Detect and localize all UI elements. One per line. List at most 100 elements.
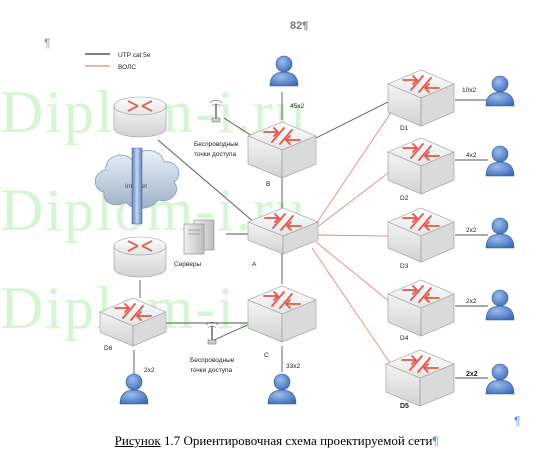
switch-d5-label: D5 (400, 403, 409, 410)
switch-d4 (387, 279, 455, 337)
uplink-pipe (131, 147, 143, 225)
switch-d3 (387, 207, 455, 263)
caption-label: Рисунок (114, 433, 161, 448)
switch-c-arrows-icon (263, 291, 301, 309)
user-icon-d2 (485, 145, 515, 177)
switch-b-right (281, 135, 317, 179)
legend: UTP cat 5e ВОЛС (85, 52, 151, 71)
fiber-a-d3 (317, 234, 389, 237)
switch-d4-users-count: 2x2 (466, 298, 477, 305)
switch-d3-label: D3 (400, 263, 409, 270)
switch-b-label: B (266, 181, 270, 188)
wireless-ap-c: Беспроводные точки доступа (190, 321, 235, 374)
end-pilcrow-mark: ¶ (514, 414, 521, 428)
switch-a-arrows-icon (264, 213, 302, 231)
switch-d5-right (419, 363, 455, 407)
link-b-d1 (315, 97, 397, 139)
caption-text: Ориентировочная схема проектируемой сети (183, 433, 433, 448)
wireless-b-label-1: Беспроводные (194, 141, 239, 148)
switch-d3-right (420, 221, 455, 263)
router-top (113, 96, 167, 138)
switch-a-right (282, 221, 319, 255)
legend-fiber-label: ВОЛС (118, 64, 136, 71)
switch-b-arrows-icon (263, 127, 301, 145)
servers-label: Серверы (174, 261, 202, 268)
user-icon-d6-body (119, 389, 149, 405)
switch-d2 (387, 137, 455, 195)
router-top-cap (113, 96, 167, 116)
user-icon-c-body (267, 389, 297, 405)
user-icon-d5-body (485, 379, 515, 395)
switch-d1 (387, 69, 455, 127)
user-icon-d4-head (491, 289, 509, 307)
wireless-c-signal-icon (205, 321, 219, 329)
switch-d4-label: D4 (400, 335, 409, 342)
fiber-a-d2 (315, 169, 393, 229)
wireless-b-label-2: точки доступа (194, 151, 237, 158)
user-icon-d3 (485, 217, 515, 249)
wireless-c-base (207, 339, 217, 345)
user-icon-d1-head (491, 75, 509, 93)
caption-number: 1.7 (163, 433, 181, 448)
switch-d6-arrows-icon (114, 303, 152, 321)
switch-b-users-count: 45x2 (290, 103, 304, 110)
user-icon-d1-body (485, 91, 515, 107)
switch-d1-label: D1 (400, 125, 409, 132)
user-icon-d3-body (485, 233, 515, 249)
switch-d3-arrows-icon (402, 213, 440, 231)
user-icon-c (267, 373, 297, 405)
wireless-c-label-2: точки доступа (190, 367, 233, 374)
legend-utp-label: UTP cat 5e (118, 52, 151, 59)
user-icon-d5 (485, 363, 515, 395)
switch-d2-right (420, 151, 455, 195)
switch-c (247, 285, 317, 343)
switch-b (247, 121, 317, 179)
user-icon-d4 (485, 289, 515, 321)
switch-d5-arrows-icon (401, 355, 439, 373)
user-icon-b (269, 55, 299, 87)
users (119, 55, 515, 405)
user-icon-d2-body (485, 161, 515, 177)
switch-c-right (281, 299, 317, 343)
switch-d6-users-count: 2x2 (144, 367, 155, 374)
link-c-wireless (213, 322, 253, 341)
link-router-a (157, 139, 263, 230)
switch-d1-right (420, 83, 455, 127)
user-icon-d4-body (485, 305, 515, 321)
wireless-b-signal-icon (209, 99, 223, 107)
fiber-a-d1 (315, 107, 395, 225)
page-number: 82¶ (290, 20, 309, 32)
caption-pilcrow: ¶ (432, 433, 439, 448)
wireless-c-label-1: Беспроводные (190, 357, 235, 364)
switch-d6 (99, 297, 167, 347)
switch-d5-users-count: 2x2 (466, 371, 478, 378)
fiber-a-d4 (315, 241, 391, 303)
switch-d6-right (132, 311, 167, 347)
switch-c-users-count: 33x2 (286, 363, 300, 370)
user-icon-c-head (273, 373, 291, 391)
switch-d6-label: D6 (104, 345, 113, 352)
switch-d4-arrows-icon (402, 285, 440, 303)
switch-d2-label: D2 (400, 195, 409, 202)
figure-caption: Рисунок 1.7 Ориентировочная схема проект… (0, 433, 553, 449)
user-icon-d5-head (491, 363, 509, 381)
switch-d4-right (420, 293, 455, 337)
user-icon-b-body (269, 71, 299, 87)
switch-d5 (385, 349, 455, 407)
link-b-wireless (223, 117, 253, 137)
switch-a-label: A (252, 261, 257, 268)
switch-d2-arrows-icon (402, 143, 440, 161)
user-icon-d6-head (125, 373, 143, 391)
user-icon-d6 (119, 373, 149, 405)
router-bottom (113, 236, 167, 278)
fiber-a-d5 (311, 247, 393, 367)
switches (99, 69, 455, 407)
switch-d2-users-count: 4x2 (466, 152, 477, 159)
switch-a (247, 207, 319, 255)
user-icon-d3-head (491, 217, 509, 235)
user-icon-d2-head (491, 145, 509, 163)
servers: Серверы (174, 219, 215, 268)
server-unit-front (183, 223, 205, 255)
wireless-ap-b: Беспроводные точки доступа (194, 99, 239, 158)
